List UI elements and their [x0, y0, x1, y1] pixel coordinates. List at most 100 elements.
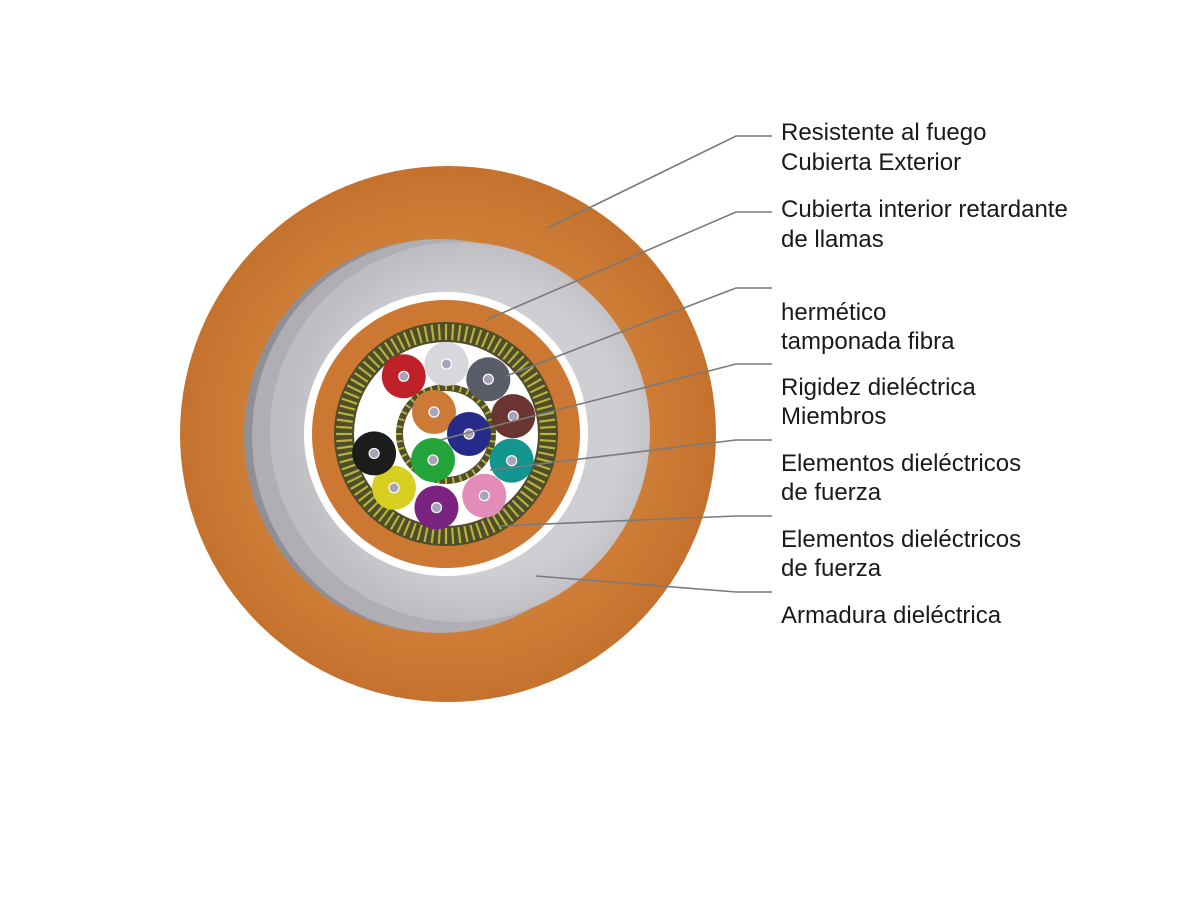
- yarn-stripe: [430, 324, 435, 341]
- yarn-stripe: [475, 522, 483, 539]
- yarn-stripe: [353, 485, 369, 497]
- yarn-stripe: [469, 524, 476, 541]
- yellow-fiber: [371, 465, 416, 510]
- central-yarn-stripe: [404, 403, 411, 409]
- leader-line-strength-elements-2: [497, 515, 772, 527]
- black-fiber: [352, 431, 397, 476]
- yarn-stripe: [451, 324, 455, 341]
- yarn-stripe: [378, 507, 390, 522]
- yarn-stripe: [339, 457, 356, 464]
- yarn-stripe: [536, 404, 553, 411]
- yarn-stripe: [362, 495, 377, 508]
- brown-fiber: [491, 394, 536, 439]
- red-fiber: [381, 354, 426, 399]
- central-yarn-stripe: [489, 439, 496, 443]
- yarn-stripe: [519, 366, 534, 378]
- leader-line-buffered-fiber: [505, 287, 772, 377]
- yarn-stripe: [537, 451, 555, 457]
- yarn-stripe: [539, 445, 556, 450]
- yarn-stripe: [492, 514, 502, 530]
- yarn-stripe: [390, 514, 400, 530]
- leader-line-dielectric-armor: [535, 575, 772, 593]
- label-line: de fuerza: [781, 555, 882, 582]
- yarn-stripe: [336, 418, 353, 423]
- central-yarn-stripe: [481, 403, 488, 409]
- yarn-stripe: [497, 341, 509, 357]
- label-line: de fuerza: [781, 479, 882, 506]
- leader-lines: [439, 135, 772, 593]
- yarn-stripe: [336, 445, 353, 450]
- central-yarn-stripe: [465, 472, 470, 480]
- yarn-stripe: [437, 324, 441, 341]
- label-dielectric-members: Rigidez dieléctrica Miembros: [781, 374, 982, 430]
- yarn-stripe: [367, 355, 381, 369]
- yarn-stripe: [502, 507, 514, 522]
- yarn-stripe: [430, 527, 435, 544]
- orange-fiber: [412, 390, 456, 434]
- yarn-stripe: [409, 522, 417, 539]
- label-buffered-fiber: hermético tamponada fibra: [781, 299, 955, 355]
- yarn-stripe: [337, 411, 355, 417]
- central-yarn-stripe: [484, 410, 492, 415]
- yarn-stripe: [346, 384, 363, 394]
- yarn-stripe: [396, 517, 406, 534]
- blue-fiber: [447, 412, 491, 456]
- yarn-stripe: [497, 511, 509, 527]
- yarn-stripe: [336, 439, 353, 443]
- yarn-stripe: [536, 457, 553, 464]
- cable-cross-section: [180, 166, 716, 702]
- yarn-stripe: [515, 495, 530, 508]
- yarn-stripe: [339, 404, 356, 411]
- yarn-stripe: [502, 346, 514, 361]
- yarn-stripe: [463, 525, 469, 543]
- yarn-stripe: [539, 418, 556, 423]
- central-yarn-stripe: [484, 453, 492, 458]
- yarn-stripe: [402, 331, 412, 348]
- yarn-stripe: [451, 527, 455, 544]
- yarn-stripe: [523, 485, 539, 497]
- label-line: de llamas: [781, 226, 884, 253]
- central-yarn-stripe: [409, 397, 416, 404]
- fiber-core: [440, 358, 453, 370]
- yarn-stripe: [358, 490, 373, 502]
- yarn-stripe: [511, 499, 525, 513]
- yarn-stripe: [515, 360, 530, 373]
- teal-fiber: [489, 438, 534, 483]
- central-yarn-stripe: [396, 425, 403, 429]
- pink-fiber: [462, 473, 507, 518]
- fiber-core: [388, 482, 400, 494]
- label-outer-jacket: Resistente al fuego Cubierta Exterior: [781, 119, 993, 176]
- yarn-stripe: [537, 411, 555, 417]
- yarn-stripe: [529, 474, 546, 484]
- yarn-stripe: [341, 463, 358, 471]
- central-yarn-stripe: [400, 410, 408, 415]
- central-yarn-stripe: [398, 446, 405, 451]
- yarn-stripe: [457, 527, 462, 544]
- label-strength-elements-1: Elementos dieléctricos de fuerza: [781, 450, 1028, 506]
- yarn-stripe: [402, 520, 412, 537]
- yarn-stripe: [423, 325, 429, 343]
- yarn-stripe: [534, 397, 551, 405]
- yarn-stripe: [437, 527, 441, 544]
- central-yarn-stripe: [437, 384, 441, 391]
- green-fiber: [411, 438, 455, 482]
- tight-buffered-fibers: [352, 342, 536, 530]
- label-strength-elements-2: Elementos dieléctricos de fuerza: [781, 526, 1028, 582]
- central-yarn-stripe: [481, 459, 488, 465]
- yarn-stripe: [390, 338, 400, 354]
- yarn-stripe: [534, 463, 551, 471]
- strength-yarn-stripes: [336, 324, 556, 544]
- yarn-stripe: [423, 525, 429, 543]
- yarn-stripe: [480, 331, 490, 348]
- central-yarn-stripe: [451, 477, 455, 484]
- yarn-stripe: [469, 327, 476, 344]
- yarn-stripe: [383, 341, 395, 357]
- label-line: tamponada fibra: [781, 328, 955, 355]
- label-line: Resistente al fuego: [781, 119, 986, 146]
- label-line: Armadura dieléctrica: [781, 602, 1002, 629]
- yarn-stripe: [346, 474, 363, 484]
- yarn-stripe: [486, 334, 496, 351]
- central-yarn-stripe: [400, 453, 408, 458]
- central-yarn-stripe: [458, 475, 463, 482]
